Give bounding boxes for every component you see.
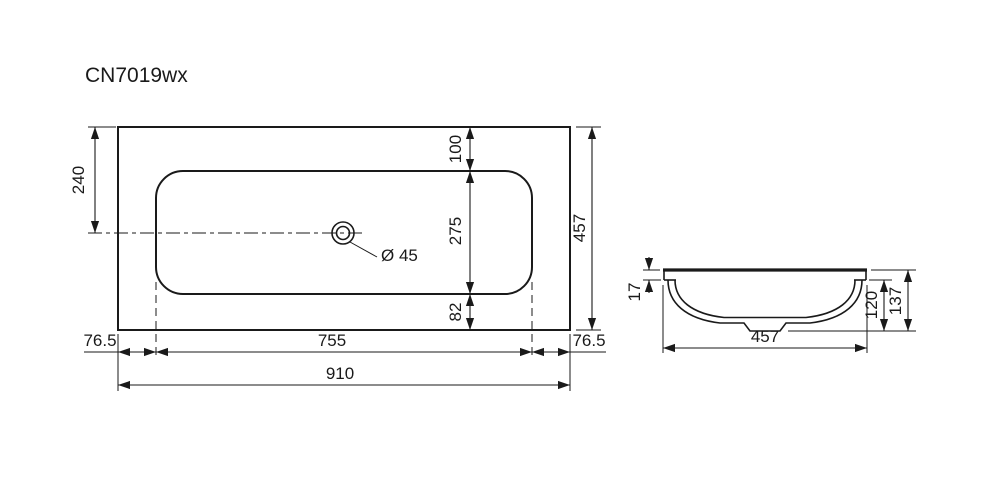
dim-137-label: 137 xyxy=(886,287,905,315)
section-view: 17 120 137 457 xyxy=(625,257,916,353)
dim-910-label: 910 xyxy=(326,364,354,383)
drawing-title: CN7019wx xyxy=(85,64,188,87)
drain-leader-line xyxy=(349,241,378,258)
dim-240-label: 240 xyxy=(69,166,88,194)
dim-755-label: 755 xyxy=(318,331,346,350)
dim-17: 17 xyxy=(625,257,661,301)
basin-outline xyxy=(155,170,533,295)
dim-275-label: 275 xyxy=(446,217,465,245)
dim-457-label: 457 xyxy=(570,214,589,242)
dim-76-5-right-label: 76.5 xyxy=(572,331,605,350)
dim-120-label: 120 xyxy=(862,291,881,319)
dim-76-5-left-label: 76.5 xyxy=(83,331,116,350)
dim-82-label: 82 xyxy=(446,303,465,322)
bowl-outer-profile xyxy=(667,279,863,332)
dim-240: 240 xyxy=(69,126,116,233)
drain-diameter-label: Ø 45 xyxy=(381,246,418,265)
dim-100-label: 100 xyxy=(446,135,465,163)
dim-457-section-label: 457 xyxy=(751,327,779,346)
dim-910: 910 xyxy=(118,364,570,390)
dim-457-plan: 457 xyxy=(570,126,601,331)
dim-457-section: 457 xyxy=(662,285,868,353)
dim-chain-vertical: 100 275 82 xyxy=(446,126,475,330)
countertop-outline xyxy=(117,126,571,331)
dim-120-137: 120 137 xyxy=(788,269,916,332)
bowl-inner-profile xyxy=(674,279,856,319)
dim-17-label: 17 xyxy=(625,283,644,302)
plan-view: Ø 45 240 100 275 82 457 xyxy=(69,126,606,391)
